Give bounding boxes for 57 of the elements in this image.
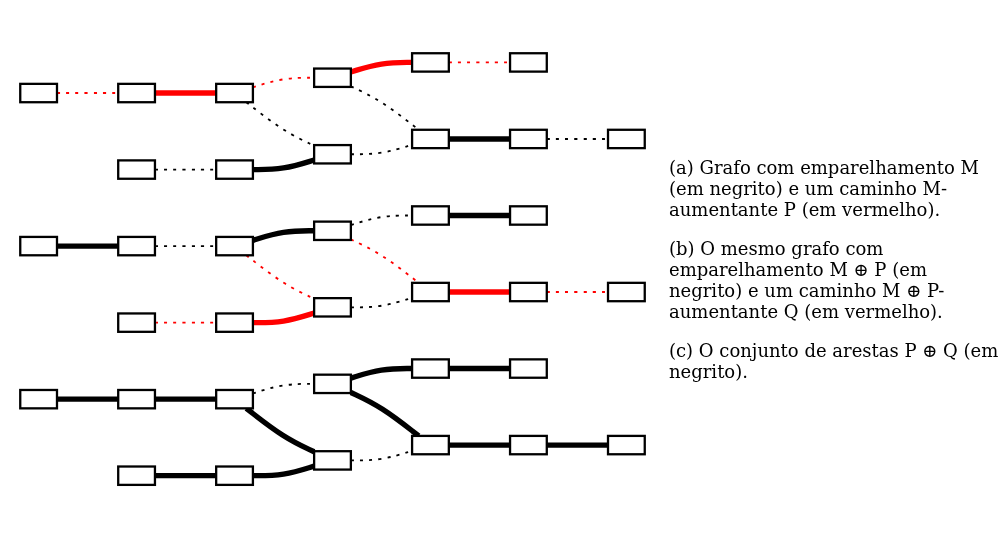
- subfigure-caption: (b) O mesmo grafo com emparelhamento M ⊕ P (em negrito) e um caminho M ⊕ P-aumentante Q (em vermelho).: [669, 237, 946, 322]
- node-box: [508, 434, 548, 456]
- connector: [154, 472, 217, 479]
- node-box: [313, 373, 352, 395]
- node-box: [508, 358, 548, 379]
- connector: [252, 310, 315, 326]
- node-box: [19, 235, 59, 257]
- node-box: [19, 388, 59, 410]
- node-box: [410, 128, 450, 150]
- connector: [448, 289, 511, 295]
- node-box: [313, 67, 352, 88]
- connector: [448, 136, 511, 142]
- connector: [252, 463, 315, 479]
- connector: [57, 396, 119, 402]
- connector: [448, 365, 511, 372]
- node-box: [508, 205, 548, 226]
- node-box: [117, 159, 157, 180]
- connector: [244, 406, 316, 455]
- node-box: [508, 52, 548, 73]
- node-box: [215, 465, 255, 486]
- connector: [546, 442, 608, 448]
- connector: [154, 90, 217, 96]
- node-box: [117, 312, 157, 333]
- node-box: [606, 281, 646, 303]
- connector: [350, 365, 413, 381]
- node-box: [215, 82, 255, 104]
- node-box: [410, 281, 450, 303]
- node-box: [606, 128, 646, 150]
- connector: [252, 157, 315, 173]
- node-box: [313, 450, 352, 471]
- connector: [448, 212, 511, 219]
- node-box: [410, 52, 450, 73]
- node-box: [410, 205, 450, 226]
- subfigure-caption: (a) Grafo com emparelhamento M (em negrito) e um caminho M-aumentante P (em vermelho).: [669, 156, 980, 220]
- node-box: [117, 388, 157, 410]
- node-box: [117, 235, 157, 257]
- node-box: [606, 434, 646, 456]
- node-box: [313, 220, 352, 242]
- connector: [57, 243, 119, 249]
- node-box: [215, 312, 255, 333]
- node-box: [19, 82, 59, 104]
- node-box: [215, 388, 255, 410]
- node-box: [410, 358, 450, 379]
- node-box: [313, 296, 352, 318]
- node-box: [117, 465, 157, 486]
- node-box: [508, 281, 548, 303]
- node-box: [410, 434, 450, 456]
- connector: [154, 396, 217, 402]
- connector: [252, 228, 315, 243]
- node-box: [215, 235, 255, 257]
- node-box: [117, 82, 157, 104]
- connector: [350, 59, 413, 75]
- connector: [448, 442, 511, 448]
- node-box: [508, 128, 548, 150]
- subfigure-caption: (c) O conjunto de arestas P ⊕ Q (em negrito).: [669, 339, 999, 382]
- node-box: [313, 143, 352, 165]
- node-box: [215, 159, 255, 180]
